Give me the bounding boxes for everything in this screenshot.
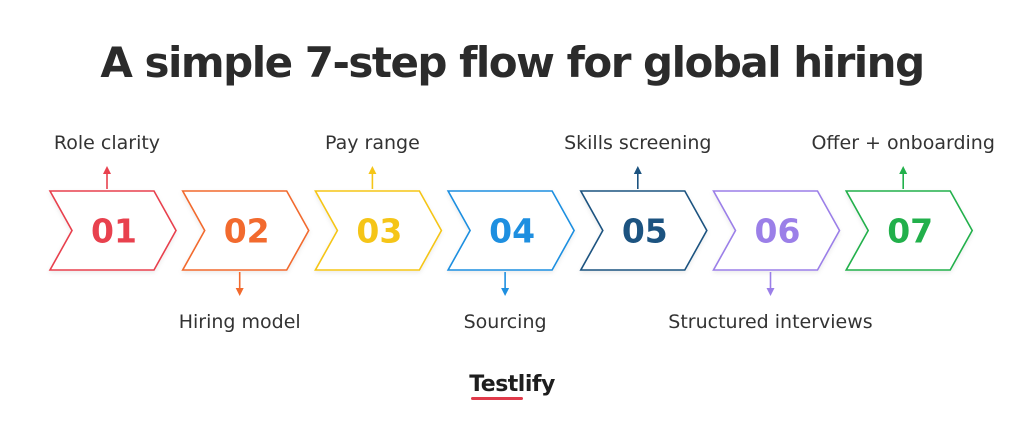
brand-name: Testlify <box>469 372 555 400</box>
step-06-chevron: 06 <box>712 190 841 296</box>
arrow-icon <box>368 166 377 174</box>
arrow-icon <box>235 288 244 296</box>
step-05-chevron: 05 <box>579 166 708 271</box>
step-02-chevron: 02 <box>181 190 310 296</box>
step-03-shape <box>314 190 443 271</box>
step-07-shape <box>844 190 974 271</box>
step-06-number: 06 <box>755 212 801 251</box>
brand-logo: Testlify <box>0 372 1024 400</box>
step-01-shape <box>48 190 177 271</box>
step-02-shape <box>181 190 310 271</box>
step-07-label: Offer + onboarding <box>811 132 995 154</box>
arrow-icon <box>633 166 642 174</box>
step-01-label: Role clarity <box>53 132 161 154</box>
step-01-chevron: 01 <box>48 166 177 271</box>
step-06-shape <box>712 190 841 271</box>
arrow-icon <box>766 288 775 296</box>
step-02-label: Hiring model <box>178 311 301 333</box>
step-03-chevron: 03 <box>314 166 443 271</box>
step-05-shape <box>579 190 708 271</box>
step-06-label: Structured interviews <box>668 311 873 333</box>
step-02-number: 02 <box>224 212 270 251</box>
step-01-number: 01 <box>91 212 137 251</box>
arrow-icon <box>501 288 510 296</box>
arrow-icon <box>899 166 908 174</box>
arrow-icon <box>103 166 111 174</box>
step-03-number: 03 <box>356 212 402 251</box>
page-title: A simple 7-step flow for global hiring <box>100 38 925 87</box>
step-07-number: 07 <box>887 212 933 251</box>
step-04-number: 04 <box>489 212 535 251</box>
step-05-number: 05 <box>622 212 668 251</box>
step-04-chevron: 04 <box>446 190 576 296</box>
step-04-shape <box>446 190 576 271</box>
step-04-label: Sourcing <box>463 311 547 333</box>
step-05-label: Skills screening <box>564 132 712 154</box>
step-03-label: Pay range <box>325 132 420 154</box>
brand-underline <box>471 397 524 400</box>
step-07-chevron: 07 <box>844 166 974 271</box>
